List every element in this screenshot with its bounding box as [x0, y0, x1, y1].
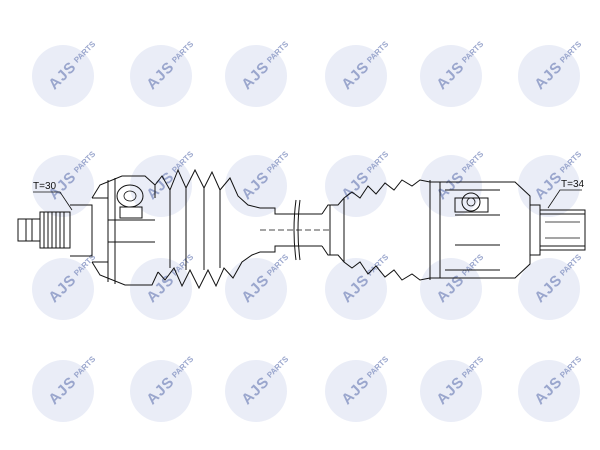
right-stub-shaft	[530, 204, 586, 256]
outer-cv-joint	[91, 175, 159, 286]
right-teeth-leader	[547, 189, 582, 209]
inner-boot	[321, 179, 431, 281]
left-teeth-leader	[33, 191, 73, 211]
outer-boot	[154, 168, 261, 290]
left-stub-shaft	[17, 197, 108, 263]
main-shaft	[260, 199, 330, 261]
right-teeth-label: T=34	[561, 179, 585, 190]
left-teeth-label: T=30	[33, 181, 57, 192]
inner-cv-joint	[429, 180, 531, 280]
